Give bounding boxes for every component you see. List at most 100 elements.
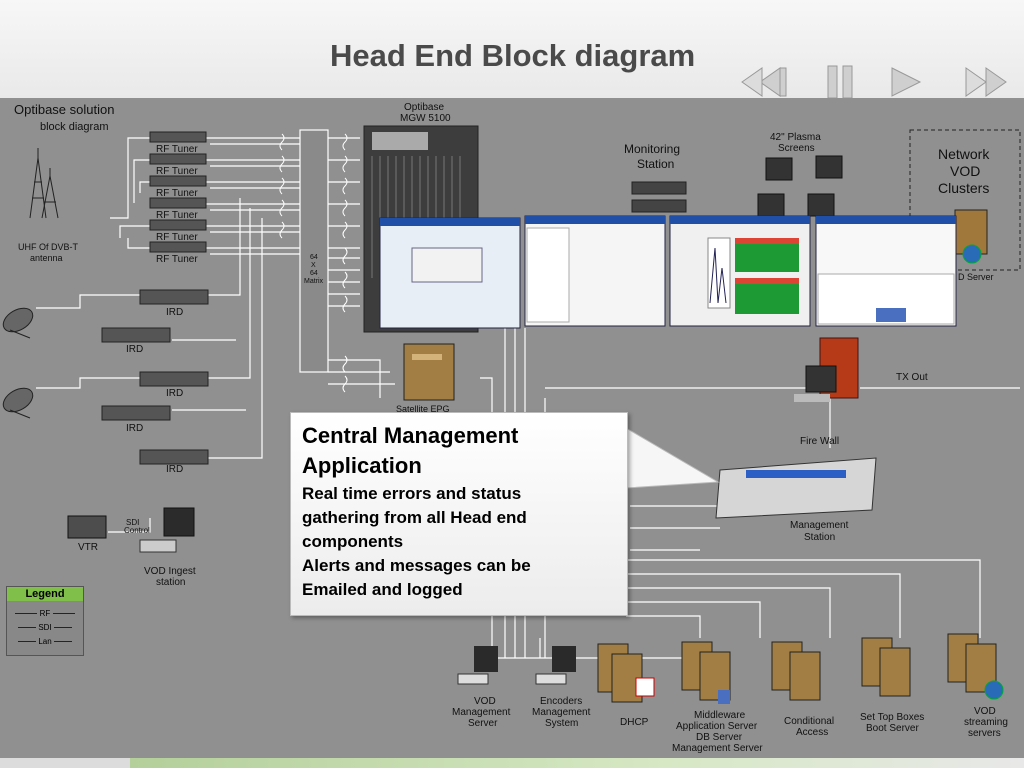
legend-line-lan [18,641,37,643]
ird-label: IRD [166,307,184,318]
legend-line-sdi [53,627,72,629]
conditional-access-label-2: Access [796,727,829,738]
vod-server-label: D Server [958,272,994,282]
management-station-label-2: Station [804,532,836,543]
rf-tuner-device [149,241,207,253]
rf-tuner-device [149,131,207,143]
callout-heading: Central Management Application [302,421,518,481]
monitoring-station-label-2: Station [637,157,675,171]
matrix-label-2: X [311,262,316,269]
callout-line3: components [302,532,404,551]
rf-tuner-label: RF Tuner [156,232,198,243]
footer-bar [130,758,1024,768]
legend-box: Legend RF SDI Lan [6,586,84,656]
middleware-label-3: DB Server [696,732,743,743]
encoders-management-label-3: System [545,718,579,729]
callout-line5: Emailed and logged [302,580,463,599]
ird-label: IRD [166,388,184,399]
vod-streaming-label-3: servers [968,728,1001,739]
mgw-label: MGW 5100 [400,113,451,124]
legend-line-rf [15,613,38,615]
callout-body: Real time errors and status gathering fr… [302,482,622,602]
network-vod-label-1: Network [938,146,990,162]
rewind-icon[interactable] [741,67,787,97]
ird-label: IRD [126,423,144,434]
tx-out-label: TX Out [896,372,928,383]
vod-streaming-servers-icon [947,633,1004,700]
conditional-access-label-1: Conditional [784,716,835,727]
middleware-label-1: Middleware [694,710,746,721]
slide-footer [0,758,1024,768]
network-vod-label-2: VOD [950,163,981,179]
ird-device [101,327,171,343]
ird-device [139,289,209,305]
diagram-wiring [2,125,1021,704]
management-station-server-icon [715,457,877,519]
application-screenshots [379,215,957,329]
optibase-label: Optibase [404,102,445,113]
stb-boot-label-1: Set Top Boxes [860,712,925,723]
plasma-screen-icons [757,155,843,217]
slide-navigation [741,65,1007,99]
vtr-icon [67,515,107,539]
ird-devices [101,289,209,465]
vod-management-server-icon [457,646,498,685]
rf-tuner-device [149,175,207,187]
fire-wall-label: Fire Wall [800,436,840,447]
rf-tuner-device [149,153,207,165]
pause-icon[interactable] [827,65,853,99]
uhf-antenna-icon [29,148,59,219]
monitoring-station-devices [631,181,687,213]
fast-forward-icon[interactable] [965,67,1007,97]
ird-label: IRD [126,344,144,355]
encoders-management-label-2: Management [532,707,591,718]
ird-device [139,371,209,387]
vtr-label: VTR [78,542,98,553]
matrix-label-4: Matrix [304,278,324,285]
network-vod-label-3: Clusters [938,180,990,196]
satellite-dish-icon [2,307,34,339]
slide-header: Head End Block diagram [0,0,1024,99]
page-title: Head End Block diagram [330,38,696,73]
vod-ingest-label-2: station [156,577,186,588]
plasma-label-1: 42" Plasma [770,132,821,143]
rf-tuner-label: RF Tuner [156,254,198,265]
set-top-boxes-boot-server-icon [861,637,911,697]
dhcp-server-icon [597,643,655,703]
callout-heading-line1: Central Management [302,423,519,448]
satellite-dish-icon [2,387,34,419]
rf-tuner-label: RF Tuner [156,188,198,199]
middleware-server-icon [681,641,731,704]
callout-line1: Real time errors and status [302,484,522,503]
legend-item-lan: Lan [7,637,83,646]
block-diagram-label: block diagram [40,121,109,133]
callout-line2: gathering from all Head end [302,508,527,527]
ird-device [101,405,171,421]
satellite-epg-server-icon [403,343,455,401]
callout-heading-line2: Application [302,453,422,478]
central-management-callout: Central Management Application Real time… [290,412,628,616]
rf-tuner-device [149,219,207,231]
legend-line-lan [53,641,72,643]
management-station-label-1: Management [790,520,849,531]
middleware-label-4: Management Server [672,743,763,754]
optibase-solution-label: Optibase solution [14,102,115,117]
rf-tuner-devices [149,131,207,253]
vod-streaming-label-1: VOD [974,706,996,717]
legend-item-sdi: SDI [7,623,83,632]
matrix-label-1: 64 [310,254,318,261]
vod-server-icon [954,209,988,264]
legend-line-sdi [18,627,37,629]
play-icon[interactable] [891,67,922,97]
network-vod-clusters-box [909,129,1021,271]
sdi-label: SDI [126,518,140,527]
uhf-label-line1: UHF Of DVB-T [18,242,78,252]
vod-ingest-station-icon [139,507,195,553]
encoders-management-system-icon [535,646,576,685]
callout-pointer [625,427,720,489]
encoders-management-label-1: Encoders [540,696,583,707]
vod-ingest-label-1: VOD Ingest [144,566,196,577]
vod-management-label-1: VOD [474,696,496,707]
control-label: Control [124,526,150,535]
legend-title: Legend [7,587,83,601]
